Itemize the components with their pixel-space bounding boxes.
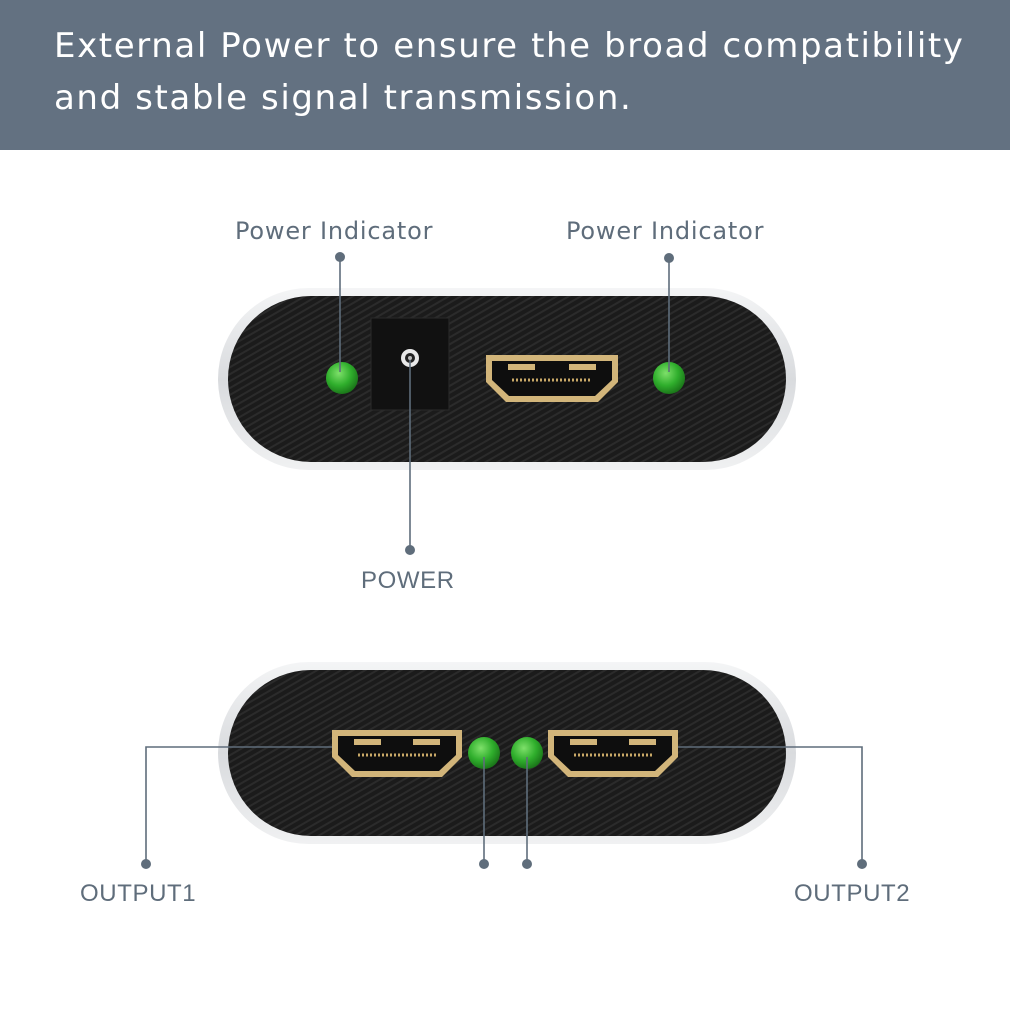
- hdmi-output2-port: [548, 730, 678, 777]
- output2-label: OUTPUT2: [794, 880, 911, 907]
- banner: External Power to ensure the broad compa…: [0, 0, 1010, 150]
- callout-dot-led2: [522, 859, 532, 869]
- output1-label: OUTPUT1: [80, 880, 197, 907]
- power-indicator-led-left: [326, 362, 358, 394]
- callout-dot-led1: [479, 859, 489, 869]
- hdmi-input-port: [486, 355, 618, 402]
- banner-title-line-1: External Power to ensure the broad compa…: [54, 26, 965, 66]
- callout-dot-power: [405, 545, 415, 555]
- callout-line-output1: [145, 746, 332, 864]
- device-body: [228, 670, 786, 836]
- input-side-device: [218, 288, 796, 470]
- power-indicator-led-right: [653, 362, 685, 394]
- power-indicator-label-right: Power Indicator: [566, 217, 765, 245]
- output-callouts: [141, 746, 867, 869]
- callout-dot-output1: [141, 859, 151, 869]
- output2-indicator-led: [511, 737, 543, 769]
- output1-indicator-led: [468, 737, 500, 769]
- callout-dot-right-indicator: [664, 253, 674, 263]
- input-callouts: [335, 252, 674, 555]
- hdmi-output1-port: [332, 730, 462, 777]
- output-side-device: [218, 662, 796, 844]
- callout-dot-output2: [857, 859, 867, 869]
- banner-title-line-2: and stable signal transmission.: [54, 78, 633, 118]
- power-port-label: POWER: [361, 567, 455, 594]
- callout-dot-left-indicator: [335, 252, 345, 262]
- callout-line-output2: [678, 746, 863, 864]
- power-indicator-label-left: Power Indicator: [235, 217, 434, 245]
